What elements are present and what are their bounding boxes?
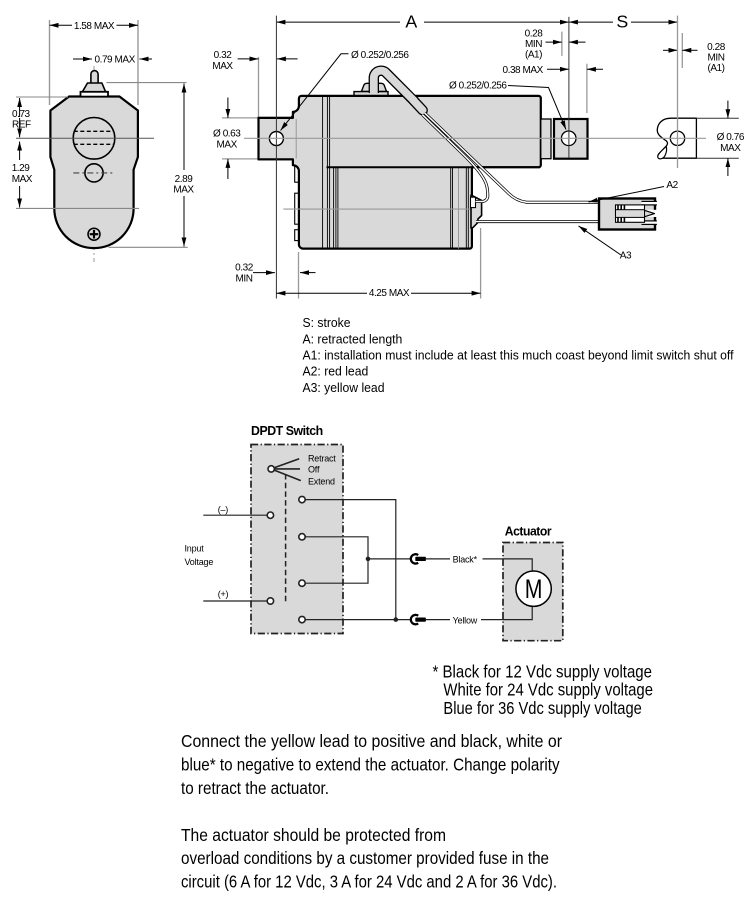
svg-text:MAX: MAX: [217, 140, 238, 151]
svg-text:Ø 0.252/0.256: Ø 0.252/0.256: [449, 81, 507, 92]
svg-text:4.25 MAX: 4.25 MAX: [369, 288, 410, 299]
svg-text:to retract the actuator.: to retract the actuator.: [181, 778, 329, 798]
svg-text:blue* to negative to extend th: blue* to negative to extend the actuator…: [181, 755, 560, 775]
svg-text:Blue for 36 Vdc supply voltage: Blue for 36 Vdc supply voltage: [443, 698, 641, 718]
svg-text:1.29: 1.29: [12, 163, 31, 174]
svg-text:MIN: MIN: [525, 39, 542, 50]
svg-text:White for 24 Vdc supply voltag: White for 24 Vdc supply voltage: [443, 680, 653, 700]
svg-text:A3: A3: [620, 251, 632, 262]
svg-text:A1: installation must include: A1: installation must include at least t…: [303, 348, 734, 363]
svg-text:* Black for 12 Vdc supply volt: * Black for 12 Vdc supply voltage: [433, 661, 653, 681]
svg-text:0.73: 0.73: [12, 109, 31, 120]
svg-text:S: stroke: S: stroke: [303, 315, 351, 330]
svg-text:0.28: 0.28: [707, 42, 726, 53]
svg-text:0.28: 0.28: [525, 29, 544, 40]
svg-text:A: retracted length: A: retracted length: [303, 331, 403, 346]
svg-text:Extend: Extend: [308, 477, 335, 487]
svg-text:0.32: 0.32: [235, 262, 254, 273]
svg-text:Ø 0.252/0.256: Ø 0.252/0.256: [351, 50, 409, 61]
svg-text:MIN: MIN: [708, 53, 725, 64]
svg-text:Voltage: Voltage: [185, 557, 214, 567]
svg-text:0.32: 0.32: [214, 50, 233, 61]
svg-text:2.89: 2.89: [175, 174, 194, 185]
svg-text:Connect the yellow lead to pos: Connect the yellow lead to positive and …: [181, 731, 562, 751]
svg-text:(A1): (A1): [525, 50, 542, 61]
svg-text:0.38 MAX: 0.38 MAX: [503, 65, 544, 76]
svg-text:Yellow: Yellow: [453, 615, 478, 625]
svg-text:S: S: [616, 12, 628, 32]
svg-text:(A1): (A1): [707, 63, 724, 74]
svg-text:A2: red lead: A2: red lead: [303, 364, 369, 379]
svg-text:(–): (–): [218, 505, 229, 515]
svg-text:A: A: [405, 12, 417, 32]
svg-text:Ø 0.76: Ø 0.76: [717, 132, 745, 143]
svg-text:circuit (6 A for 12 Vdc, 3 A f: circuit (6 A for 12 Vdc, 3 A for 24 Vdc …: [181, 871, 557, 891]
svg-text:M: M: [525, 574, 543, 604]
svg-text:Off: Off: [308, 465, 320, 475]
svg-text:Actuator: Actuator: [505, 524, 552, 539]
svg-text:MAX: MAX: [720, 143, 741, 154]
svg-text:MAX: MAX: [173, 184, 194, 195]
svg-text:Retract: Retract: [308, 454, 336, 464]
svg-text:0.79 MAX: 0.79 MAX: [95, 54, 136, 65]
svg-text:A2: A2: [666, 180, 678, 191]
svg-text:Black*: Black*: [453, 555, 478, 565]
svg-text:MIN: MIN: [236, 273, 253, 284]
svg-text:DPDT Switch: DPDT Switch: [251, 423, 323, 438]
svg-text:Ø 0.63: Ø 0.63: [213, 129, 241, 140]
svg-text:A3: yellow lead: A3: yellow lead: [303, 380, 385, 395]
svg-text:Input: Input: [185, 544, 205, 554]
svg-text:MAX: MAX: [12, 174, 33, 185]
svg-text:1.58 MAX: 1.58 MAX: [74, 21, 115, 32]
svg-text:REF: REF: [12, 119, 31, 130]
svg-text:The actuator should be protect: The actuator should be protected from: [181, 825, 446, 845]
svg-text:overload conditions by a custo: overload conditions by a customer provid…: [181, 848, 549, 868]
svg-text:(+): (+): [218, 589, 229, 599]
svg-text:MAX: MAX: [212, 61, 233, 72]
